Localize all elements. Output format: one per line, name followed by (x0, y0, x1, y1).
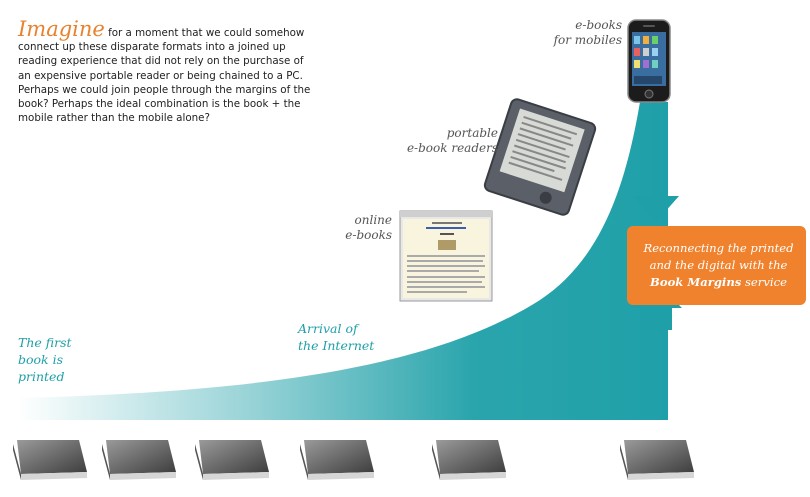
callout-line-1: Reconnecting the printed (643, 241, 794, 255)
e-reader-icon (483, 98, 597, 216)
book-icon (432, 440, 506, 480)
label-online-ebooks: online e-books (345, 213, 392, 242)
intro-paragraph: Imagine for a moment that we could someh… (18, 19, 318, 125)
book-icon (620, 440, 694, 480)
growth-curve (18, 102, 668, 420)
up-arrow (630, 282, 682, 330)
book-icon (300, 440, 374, 480)
book-icon (13, 440, 87, 480)
label-portable-readers: portable e-book readers (406, 126, 498, 155)
callout-line-2: and the digital with the (649, 258, 788, 272)
callout-line-3: Book Margins service (637, 274, 800, 291)
intro-text: for a moment that we could somehow conne… (18, 27, 311, 125)
book-icon (195, 440, 269, 480)
label-first-book: The first book is printed (18, 335, 72, 384)
webpage-screenshot-icon (399, 210, 493, 302)
mobile-phone-icon (627, 19, 671, 103)
intro-lead-word: Imagine (18, 17, 105, 41)
label-internet: Arrival of the Internet (298, 321, 375, 353)
down-arrow (633, 102, 679, 222)
callout-line-3-rest: service (741, 275, 787, 289)
book-icon (102, 440, 176, 480)
callout-brand: Book Margins (650, 275, 742, 289)
book-margins-callout: Reconnecting the printed and the digital… (627, 226, 806, 305)
label-mobile-ebooks: e-books for mobiles (553, 18, 622, 47)
